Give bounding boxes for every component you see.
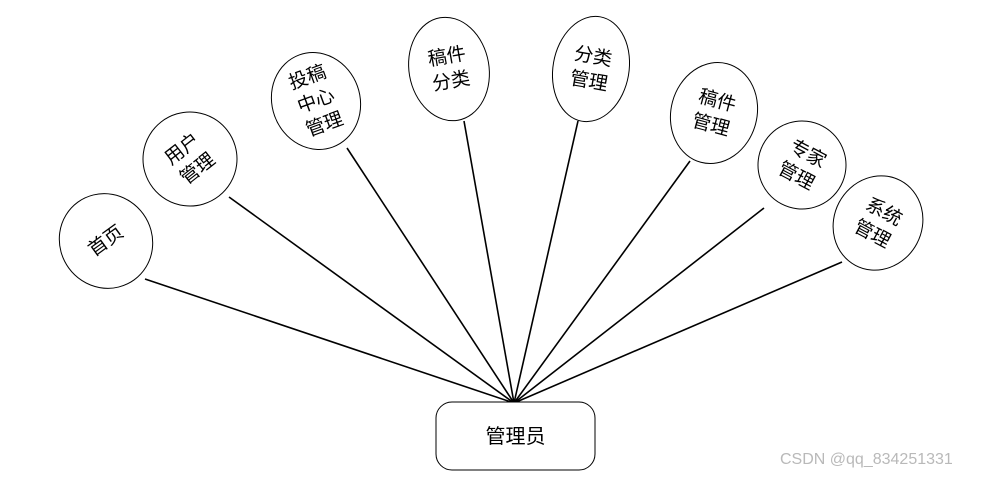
connector-line-8: [513, 261, 843, 404]
root-node-label: 管理员: [486, 424, 546, 448]
connector-lines: [144, 120, 843, 404]
module-node-ellipse: [551, 15, 631, 123]
module-node-ellipse: [669, 61, 759, 165]
connector-line-4: [463, 120, 515, 404]
root-node-box: [435, 401, 596, 471]
connector-line-1: [144, 278, 515, 404]
connector-line-7: [513, 207, 765, 404]
module-node-1: 首页: [58, 193, 154, 289]
watermark: CSDN @qq_834251331: [780, 451, 953, 468]
module-node-ellipse: [832, 175, 924, 271]
module-node-ellipse: [142, 111, 238, 207]
root-node: 管理员: [435, 401, 596, 471]
connector-line-5: [513, 120, 579, 404]
module-node-ellipse: [757, 120, 847, 210]
module-node-ellipse: [408, 16, 490, 122]
connector-line-6: [513, 160, 691, 404]
connector-line-2: [228, 196, 515, 404]
module-node-ellipse: [58, 193, 154, 289]
module-node-ellipse: [270, 52, 362, 150]
connector-line-3: [346, 147, 515, 404]
